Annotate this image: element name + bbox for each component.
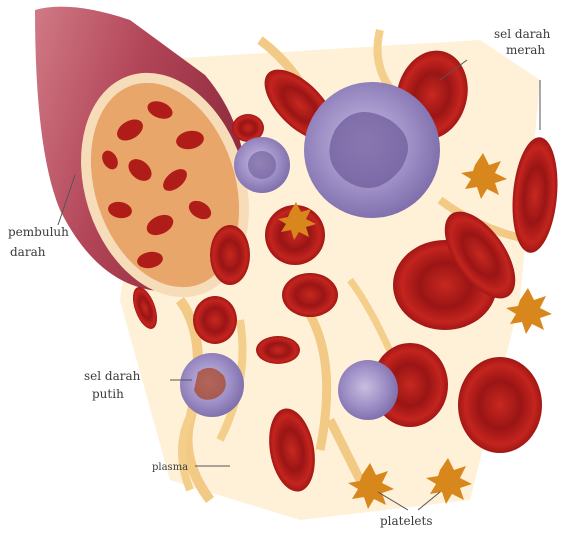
red-blood-cell: [193, 296, 237, 344]
white-blood-cell: [234, 137, 290, 193]
white-blood-cell: [338, 360, 398, 420]
white-blood-cell: [180, 353, 244, 417]
label-plasma: plasma: [152, 462, 188, 473]
red-blood-cell: [256, 336, 300, 364]
white-blood-cell: [304, 82, 440, 218]
red-blood-cell: [210, 225, 250, 285]
red-blood-cell: [282, 273, 338, 317]
label-platelets: platelets: [380, 514, 433, 528]
label-white-blood-cell: sel darah putih: [84, 369, 144, 401]
red-blood-cell: [458, 357, 542, 453]
label-red-blood-cell: sel darah merah: [494, 27, 554, 57]
label-blood-vessel: pembuluh darah: [8, 225, 73, 259]
